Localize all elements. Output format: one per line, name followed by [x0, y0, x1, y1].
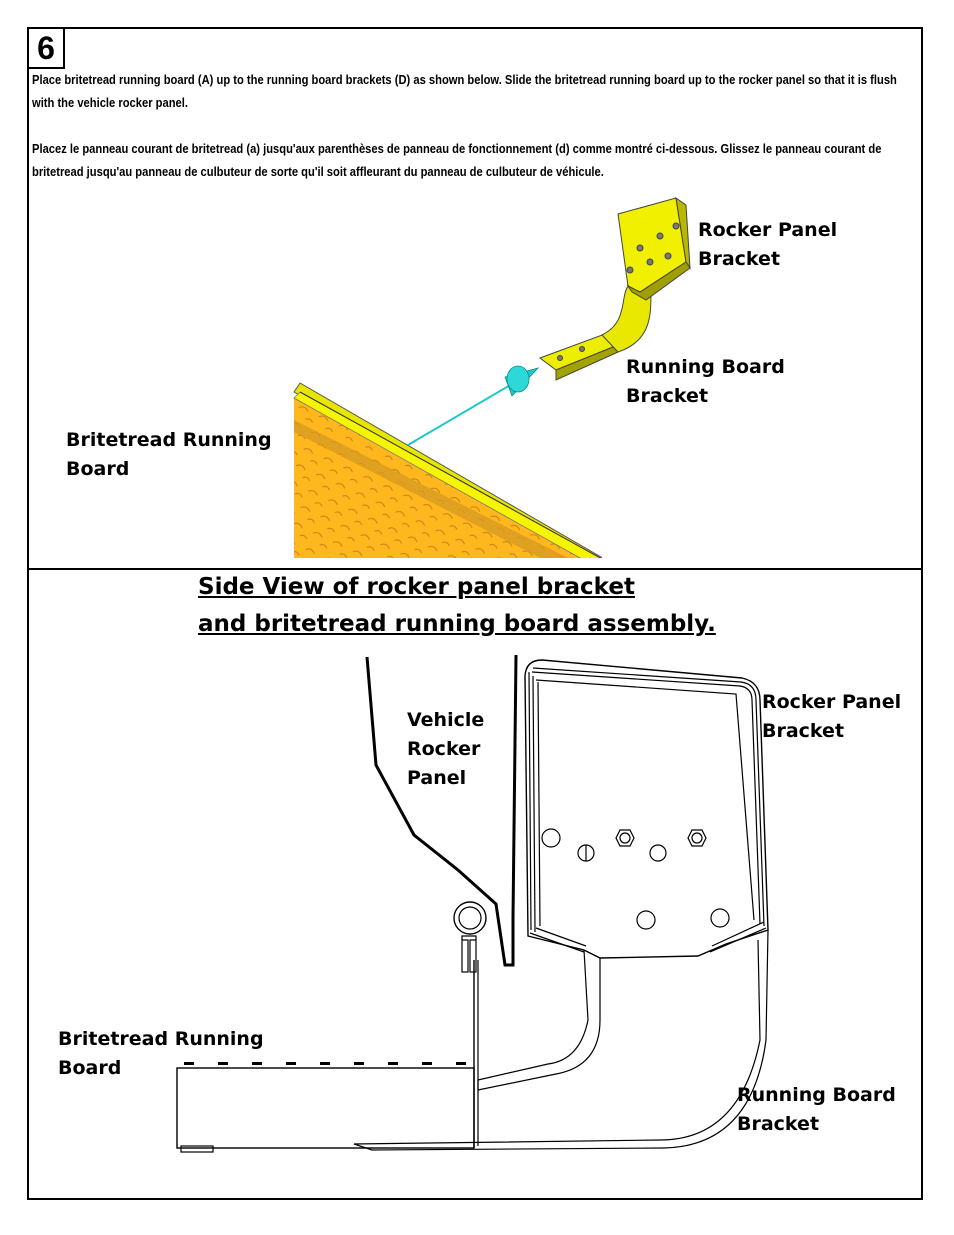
running-board-section — [176, 901, 487, 1153]
tread-teeth — [184, 1062, 466, 1065]
exploded-view-figure — [293, 196, 691, 558]
page-frame — [27, 27, 923, 1200]
label-vehicle-rocker-panel: Vehicle Rocker Panel — [407, 709, 485, 789]
britetread-running-board-3d — [293, 382, 602, 558]
instruction-english: Place britetread running board (A) up to… — [32, 72, 897, 110]
side-view-heading-line-2: and britetread running board assembly. — [198, 611, 716, 637]
vehicle-rocker-panel-outline — [365, 654, 518, 967]
label-running-board-bracket-side: Running Board Bracket — [737, 1084, 896, 1135]
rocker-panel-bracket-outline — [524, 659, 769, 959]
bracket-3d — [538, 196, 691, 381]
section-divider — [27, 568, 923, 570]
side-view-heading-line-1: Side View of rocker panel bracket — [198, 574, 635, 600]
instruction-french: Placez le panneau courant de britetread … — [32, 141, 882, 179]
label-britetread-running-board-side: Britetread Running Board — [58, 1028, 264, 1079]
step-number: 6 — [29, 29, 65, 69]
label-britetread-running-board-top: Britetread Running Board — [66, 429, 272, 480]
label-rocker-panel-bracket-side: Rocker Panel Bracket — [762, 691, 902, 742]
alignment-arrow-3d — [407, 365, 540, 446]
label-running-board-bracket-top: Running Board Bracket — [626, 356, 785, 407]
label-rocker-panel-bracket-top: Rocker Panel Bracket — [698, 219, 838, 270]
running-board-bracket-outline — [477, 949, 601, 1091]
